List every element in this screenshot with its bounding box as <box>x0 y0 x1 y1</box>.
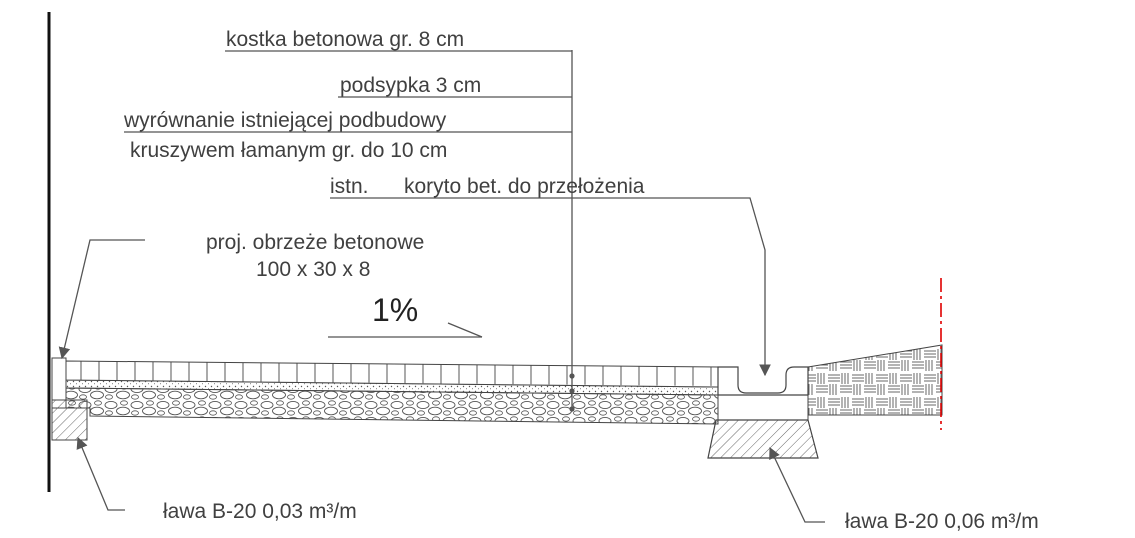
label-paving-blocks: kostka betonowa gr. 8 cm <box>226 28 464 51</box>
soil-embankment <box>807 344 943 416</box>
label-right-foundation: ława B-20 0,06 m³/m <box>845 510 1039 533</box>
label-existing: istn. <box>330 175 369 198</box>
drainage-channel <box>717 366 809 396</box>
label-channel: koryto bet. do przełożenia <box>404 175 645 198</box>
label-curb-dims: 100 x 30 x 8 <box>256 258 370 281</box>
label-crushed-stone: kruszywem łamanym gr. do 10 cm <box>130 139 447 162</box>
label-slope: 1% <box>372 292 418 328</box>
label-leveling: wyrównanie istniejącej podbudowy <box>123 109 447 132</box>
label-sand-bedding: podsypka 3 cm <box>340 74 481 97</box>
paving-block-joints <box>80 361 712 386</box>
right-foundation <box>707 419 819 459</box>
label-curb: proj. obrzeże betonowe <box>206 231 424 254</box>
label-left-foundation: ława B-20 0,03 m³/m <box>163 500 357 523</box>
